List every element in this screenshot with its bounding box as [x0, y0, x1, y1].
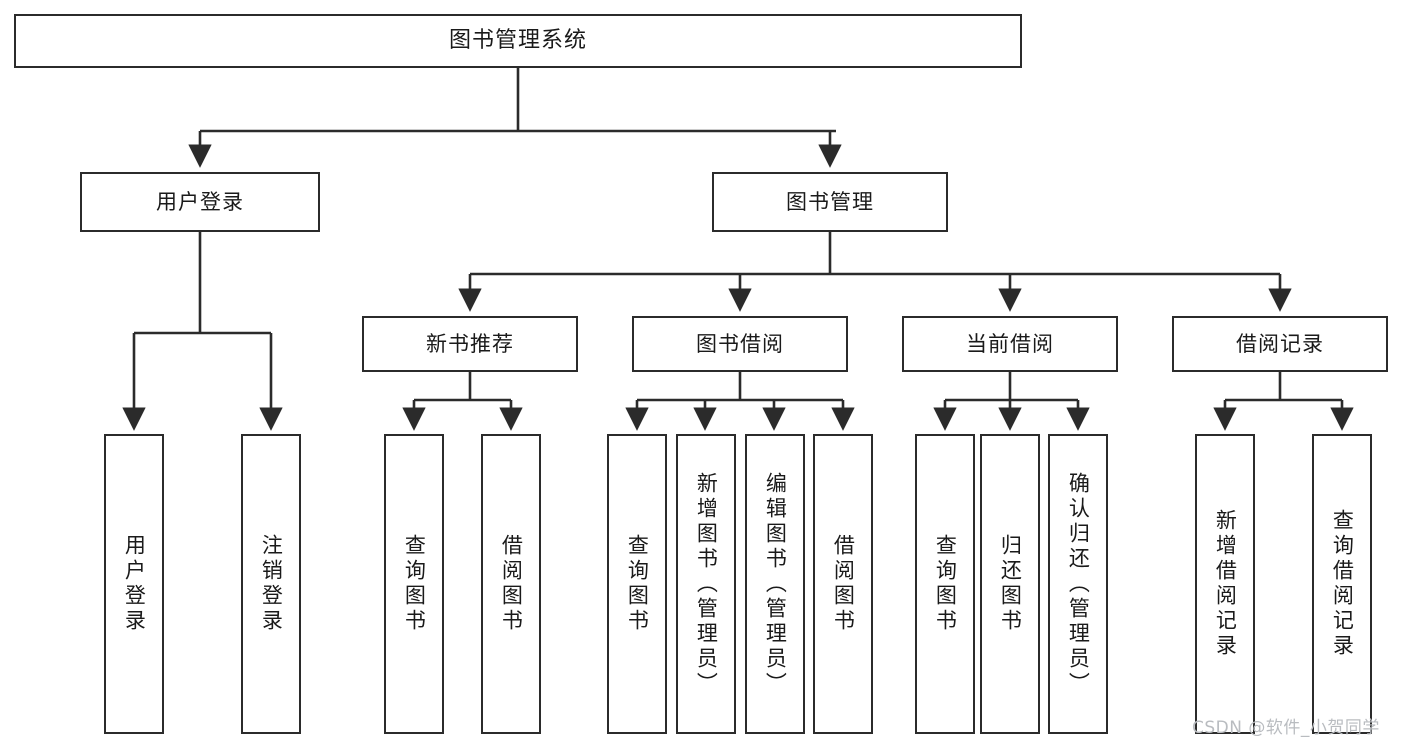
- node-leaf-add-book[interactable]: 新增图书（管理员）: [676, 434, 736, 734]
- node-new-book-rec[interactable]: 新书推荐: [362, 316, 578, 372]
- node-leaf-confirm-return[interactable]: 确认归还（管理员）: [1048, 434, 1108, 734]
- node-leaf-query-book-1[interactable]: 查询图书: [384, 434, 444, 734]
- node-borrow-record[interactable]: 借阅记录: [1172, 316, 1388, 372]
- node-leaf-add-record[interactable]: 新增借阅记录: [1195, 434, 1255, 734]
- node-leaf-query-record[interactable]: 查询借阅记录: [1312, 434, 1372, 734]
- node-current-borrow[interactable]: 当前借阅: [902, 316, 1118, 372]
- node-leaf-return-book[interactable]: 归还图书: [980, 434, 1040, 734]
- node-book-borrow[interactable]: 图书借阅: [632, 316, 848, 372]
- node-root[interactable]: 图书管理系统: [14, 14, 1022, 68]
- node-leaf-logout[interactable]: 注销登录: [241, 434, 301, 734]
- node-leaf-edit-book[interactable]: 编辑图书（管理员）: [745, 434, 805, 734]
- node-leaf-borrow-book-1[interactable]: 借阅图书: [481, 434, 541, 734]
- csdn-watermark: CSDN @软件_小贺同学: [1192, 718, 1380, 738]
- node-leaf-query-book-3[interactable]: 查询图书: [915, 434, 975, 734]
- node-leaf-query-book-2[interactable]: 查询图书: [607, 434, 667, 734]
- node-leaf-user-login[interactable]: 用户登录: [104, 434, 164, 734]
- node-book-manage[interactable]: 图书管理: [712, 172, 948, 232]
- node-user-login[interactable]: 用户登录: [80, 172, 320, 232]
- node-leaf-borrow-book-2[interactable]: 借阅图书: [813, 434, 873, 734]
